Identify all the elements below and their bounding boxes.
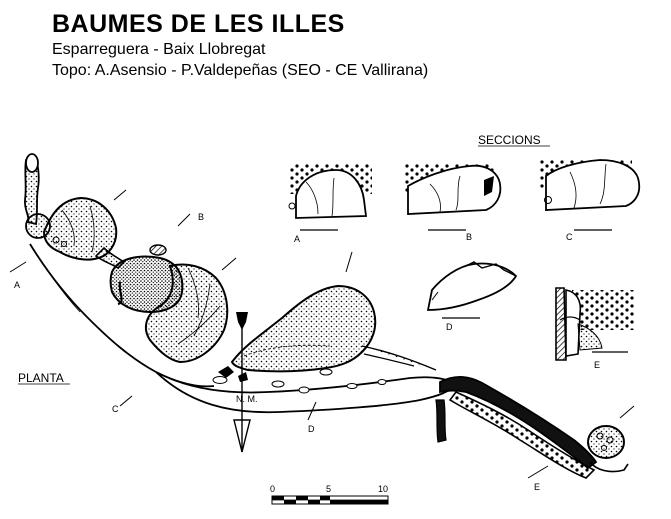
plan-label-b: B [198, 212, 204, 222]
section-a: A [288, 164, 372, 244]
plan-entrance-bulb [25, 153, 39, 173]
plan-end-chamber [587, 425, 625, 459]
section-e-label: E [594, 360, 600, 370]
seccions-label: SECCIONS [478, 133, 541, 147]
north-label: N. M. [236, 394, 258, 404]
map-title: BAUMES DE LES ILLES [52, 10, 345, 38]
section-b: B [404, 164, 502, 242]
section-d: D [426, 261, 518, 332]
north-arrow: N. M. [233, 312, 258, 453]
plan-label-d: D [308, 424, 315, 434]
plan-label-e: E [534, 482, 540, 492]
plan-view: A B C D E [9, 153, 635, 492]
section-c: C [540, 159, 641, 242]
scale-bar: 0 5 10 [270, 484, 389, 505]
planta-label: PLANTA [18, 371, 64, 385]
map-location: Esparreguera - Baix Llobregat [52, 41, 266, 58]
section-c-label: C [566, 232, 573, 242]
map-survey-credits: Topo: A.Asensio - P.Valdepeñas (SEO - CE… [52, 62, 429, 79]
plan-large-chamber [144, 263, 229, 364]
section-d-label: D [446, 322, 453, 332]
scale-tick-0: 0 [270, 484, 275, 494]
plan-dark-passage [439, 376, 598, 470]
section-b-label: B [466, 232, 472, 242]
plan-dome-chamber [230, 284, 377, 373]
plan-upper-left-chamber [42, 196, 118, 261]
section-a-label: A [294, 234, 300, 244]
plan-label-a: A [14, 280, 20, 290]
scale-tick-5: 5 [326, 484, 331, 494]
scale-tick-10: 10 [378, 484, 388, 494]
plan-label-c: C [112, 404, 119, 414]
section-e: E [555, 287, 634, 370]
